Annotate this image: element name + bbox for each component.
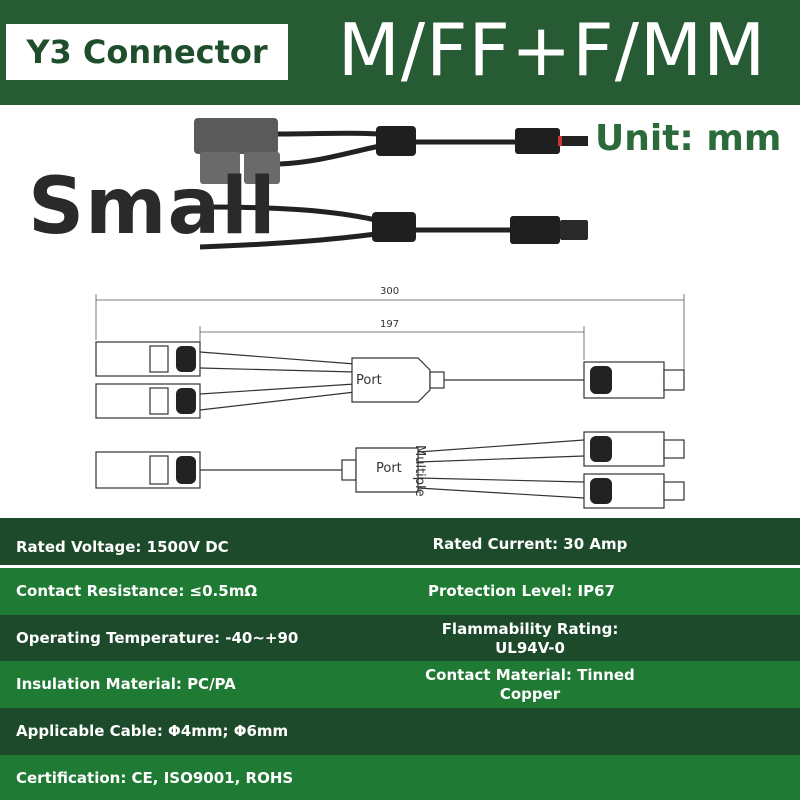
spec-contact-material-line1: Contact Material: Tinned (425, 666, 635, 684)
title-box (6, 24, 288, 80)
port-label-bottom: Port (376, 461, 402, 476)
branch-hub-bottom (372, 212, 416, 242)
spec-operating-temperature: Operating Temperature: -40~+90 (16, 629, 299, 647)
spec-row-3: Operating Temperature: -40~+90 Flammabil… (0, 615, 800, 662)
dimension-diagram: 300 197 Port (95, 286, 685, 509)
cap-top-mid (200, 152, 240, 184)
dim-label-total: 300 (380, 286, 399, 297)
bottom-hub (355, 447, 419, 493)
connector-type-headline: M/FF+F/MM (337, 8, 767, 92)
male-connector-top (515, 128, 560, 154)
product-photo (194, 118, 588, 250)
spec-row-2: Contact Resistance: ≤0.5mΩ Protection Le… (0, 568, 800, 615)
cap-top-right (244, 152, 280, 184)
specs-table: Rated Voltage: 1500V DC Rated Current: 3… (0, 518, 800, 800)
unit-label: Unit: mm (595, 118, 782, 159)
spec-contact-resistance: Contact Resistance: ≤0.5mΩ (16, 582, 258, 600)
cap-top-left (194, 118, 278, 154)
spec-rated-voltage: Rated Voltage: 1500V DC (16, 538, 229, 556)
top-hub (351, 357, 431, 403)
spec-protection-level: Protection Level: IP67 (428, 582, 615, 600)
spec-certification: Certification: CE, ISO9001, ROHS (16, 769, 294, 787)
branch-hub-top (376, 126, 416, 156)
dim-label-branch: 197 (380, 319, 399, 330)
spec-contact-material-line2: Copper (499, 685, 561, 703)
size-label: Small (28, 162, 277, 252)
spec-row-5: Applicable Cable: Φ4mm; Φ6mm (0, 708, 800, 755)
spec-row-1: Rated Voltage: 1500V DC Rated Current: 3… (0, 518, 800, 565)
spec-flammability-line2: UL94V-0 (495, 639, 565, 657)
port-label-top: Port (356, 373, 382, 388)
spec-flammability-line1: Flammability Rating: (441, 620, 619, 638)
spec-row-4: Insulation Material: PC/PA Contact Mater… (0, 661, 800, 708)
product-title: Y3 Connector (26, 33, 268, 71)
female-connector-bottom (510, 216, 560, 244)
spec-row-6: Certification: CE, ISO9001, ROHS (0, 755, 800, 800)
multiple-label: Multiple (412, 445, 427, 497)
spec-insulation-material: Insulation Material: PC/PA (16, 675, 236, 693)
spec-applicable-cable: Applicable Cable: Φ4mm; Φ6mm (16, 722, 289, 740)
spec-rated-current: Rated Current: 30 Amp (432, 535, 628, 553)
